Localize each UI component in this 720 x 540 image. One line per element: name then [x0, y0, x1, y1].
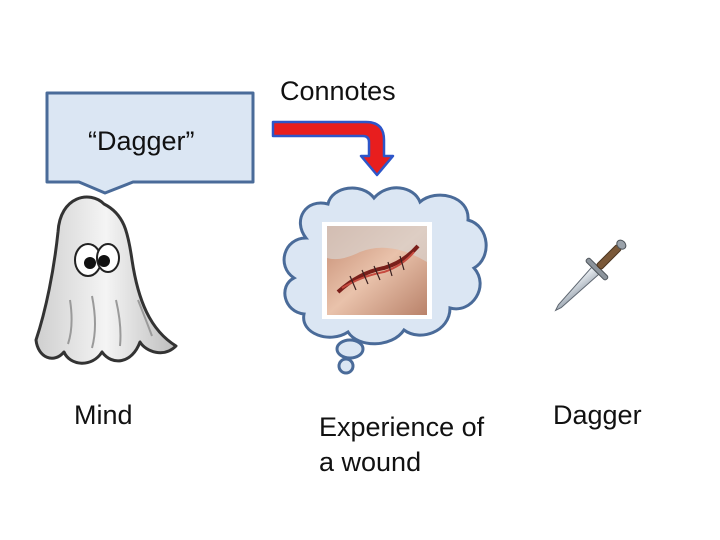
speech-bubble-text: “Dagger”: [88, 126, 195, 156]
dagger-icon: [554, 239, 627, 312]
connotes-label: Connotes: [280, 76, 396, 106]
mind-label: Mind: [74, 400, 133, 430]
speech-bubble: [45, 91, 255, 195]
wound-photo: [322, 222, 432, 319]
experience-label: Experience of a wound: [319, 410, 484, 480]
dagger-label: Dagger: [553, 400, 642, 430]
ghost-icon: [34, 195, 178, 365]
experience-label-line1: Experience of: [319, 412, 485, 442]
connotes-arrow: [271, 120, 395, 177]
experience-label-line2: a wound: [319, 447, 422, 478]
